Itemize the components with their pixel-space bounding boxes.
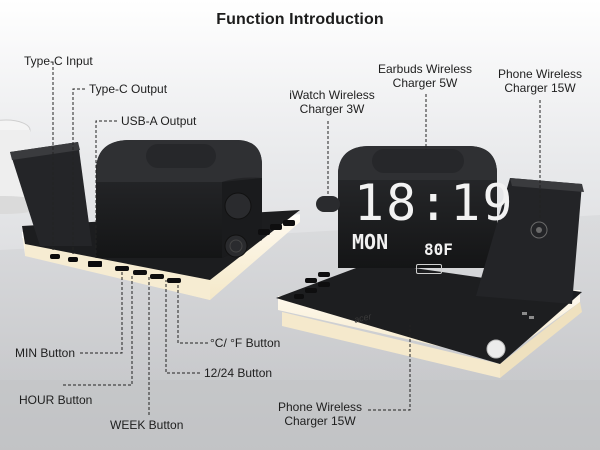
iwatch-charger-label: iWatch Wireless Charger 3W xyxy=(284,88,380,116)
hour-button-label: HOUR Button xyxy=(19,393,93,407)
clock-day: MON xyxy=(352,230,389,254)
clock-time: 18:19 xyxy=(354,174,515,232)
phone-charger-bottom-label: Phone Wireless Charger 15W xyxy=(270,400,370,428)
left-station xyxy=(10,140,300,300)
temp-unit-button-label: °C/ °F Button xyxy=(210,336,281,350)
earbuds-label-line1: Earbuds Wireless xyxy=(377,62,473,76)
clock-temperature: 80F xyxy=(424,240,453,259)
page-title: Function Introduction xyxy=(216,11,384,28)
phone-bottom-label-line1: Phone Wireless xyxy=(277,400,363,414)
earbuds-label-line2: Charger 5W xyxy=(392,76,458,90)
type-c-output-label: Type-C Output xyxy=(89,82,168,96)
iwatch-label-line2: Charger 3W xyxy=(299,102,365,116)
type-c-input-label: Type-C Input xyxy=(24,54,93,68)
iwatch-label-line1: iWatch Wireless xyxy=(289,88,375,102)
phone-top-label-line2: Charger 15W xyxy=(504,81,576,95)
min-button-label: MIN Button xyxy=(15,346,76,360)
battery-icon xyxy=(416,264,442,274)
earbuds-charger-label: Earbuds Wireless Charger 5W xyxy=(372,62,478,90)
phone-charger-top-label: Phone Wireless Charger 15W xyxy=(490,67,590,95)
right-station xyxy=(276,146,584,378)
twelve-24-button-label: 12/24 Button xyxy=(204,366,273,380)
usb-a-output-label: USB-A Output xyxy=(121,114,197,128)
phone-top-label-line1: Phone Wireless xyxy=(497,67,583,81)
phone-bottom-label-line2: Charger 15W xyxy=(284,414,356,428)
week-button-label: WEEK Button xyxy=(110,418,184,432)
